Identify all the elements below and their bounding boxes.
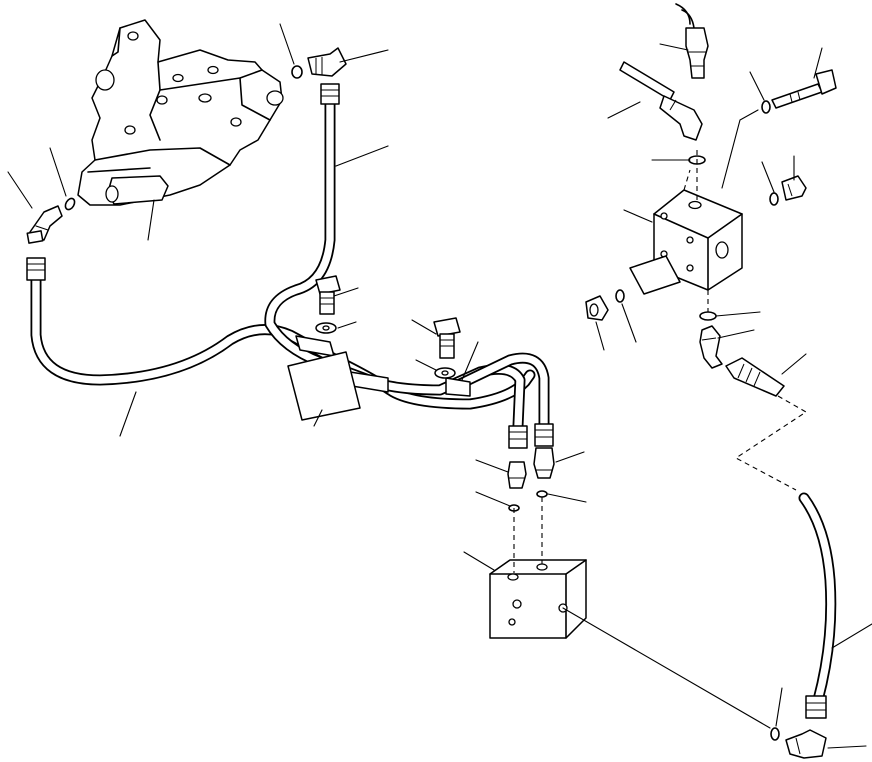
pipe-diagonal-upper-right	[619, 61, 703, 141]
o-ring-top	[291, 65, 303, 79]
o-ring-left-of-valve	[615, 289, 625, 303]
hose-clamps	[287, 335, 471, 421]
break-line	[734, 395, 808, 491]
hose-left-main	[26, 257, 536, 410]
o-ring-left	[64, 197, 76, 211]
hose-end-diagonal	[725, 357, 785, 397]
bolt-center-left	[315, 275, 341, 315]
o-ring-bottom-right	[770, 727, 780, 741]
adapter-fittings-center	[507, 447, 555, 489]
hose-right-branch	[454, 352, 550, 432]
hose-lower-right	[798, 492, 837, 719]
o-ring-valve-side	[769, 192, 779, 206]
connector-block	[489, 559, 587, 639]
elbow-fitting-valve-bottom	[699, 325, 723, 369]
o-ring-upper-right	[761, 100, 771, 114]
hose-end-fittings	[508, 423, 554, 449]
elbow-fitting-top	[307, 47, 347, 77]
plug-valve-side	[781, 175, 807, 201]
elbow-fitting-left	[26, 205, 63, 244]
valve-block-tag	[629, 255, 681, 295]
o-ring-valve-bottom	[699, 311, 717, 321]
bolt-upper-right	[771, 69, 837, 109]
bolt-center-right	[433, 317, 461, 359]
control-valve	[77, 19, 284, 206]
o-ring-center-right	[536, 490, 548, 498]
elbow-fitting-bottom-right	[785, 729, 827, 759]
leader-lines	[7, 23, 872, 749]
plug-left-of-valve	[585, 295, 609, 321]
hose-top-right-fitting	[675, 3, 709, 79]
